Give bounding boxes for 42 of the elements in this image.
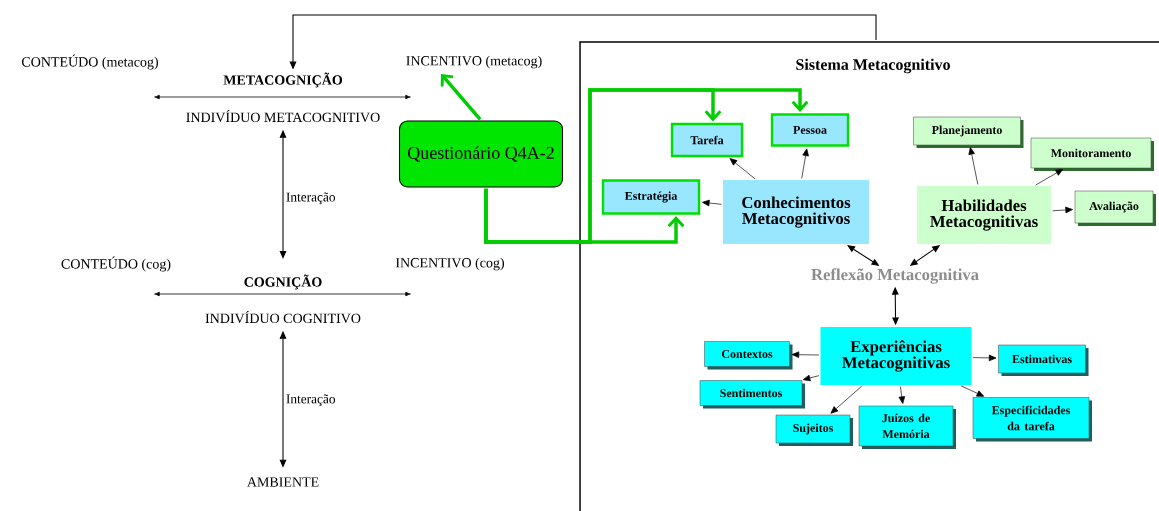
process-box: Questionário Q4A-2 bbox=[398, 120, 564, 188]
text: INDIVÍDUO COGNITIVO bbox=[205, 310, 361, 324]
arrow bbox=[1035, 169, 1064, 186]
arrow bbox=[830, 385, 863, 414]
concept-box: Avaliação bbox=[1074, 190, 1156, 226]
concept-box: Estratégia bbox=[601, 179, 701, 215]
arrow bbox=[484, 188, 685, 244]
concept-box: Juízos de Memória bbox=[858, 405, 956, 449]
arrow bbox=[968, 147, 979, 185]
text: INCENTIVO (metacog) bbox=[406, 55, 542, 69]
arrow bbox=[960, 385, 985, 397]
concept-box: Tarefa bbox=[670, 122, 744, 158]
concept-box: Experiências Metacognitivas bbox=[820, 327, 972, 385]
concept-box: Sentimentos bbox=[699, 380, 805, 409]
text: Reflexão Metacognitiva bbox=[811, 268, 979, 284]
text: COGNIÇÃO bbox=[244, 274, 322, 290]
arrow bbox=[791, 351, 820, 358]
concept-box: Estimativas bbox=[998, 344, 1089, 376]
edge-label: Interação bbox=[284, 393, 337, 408]
edge-label: Interação bbox=[284, 191, 337, 206]
label: CONTEÚDO (metacog) bbox=[21, 54, 158, 70]
arrow bbox=[898, 386, 906, 404]
concept-box: Sujeitos bbox=[775, 414, 853, 446]
arrow bbox=[440, 74, 482, 121]
text: INDIVÍDUO METACOGNITIVO bbox=[186, 109, 380, 123]
concept-box: Especificidades da tarefa bbox=[972, 397, 1092, 442]
label: CONTEÚDO (cog) bbox=[61, 256, 171, 272]
arrow bbox=[802, 374, 820, 382]
arrow bbox=[729, 158, 756, 180]
concept-box: Habilidades Metacognitivas bbox=[917, 186, 1051, 244]
arrow bbox=[801, 148, 809, 179]
arrow bbox=[1052, 206, 1073, 214]
text: AMBIENTE bbox=[247, 477, 319, 487]
concept-box: Planejamento bbox=[913, 116, 1024, 148]
concept-box: Contextos bbox=[704, 341, 793, 370]
label: INCENTIVO (cog) bbox=[395, 257, 504, 271]
concept-box: Conhecimentos Metacognitivos bbox=[723, 180, 869, 244]
arrow bbox=[972, 354, 997, 362]
concept-box: Pessoa bbox=[770, 113, 850, 147]
concept-box: Monitoramento bbox=[1030, 137, 1154, 171]
arrow bbox=[702, 199, 722, 207]
text: METACOGNIÇÃO bbox=[223, 72, 343, 88]
